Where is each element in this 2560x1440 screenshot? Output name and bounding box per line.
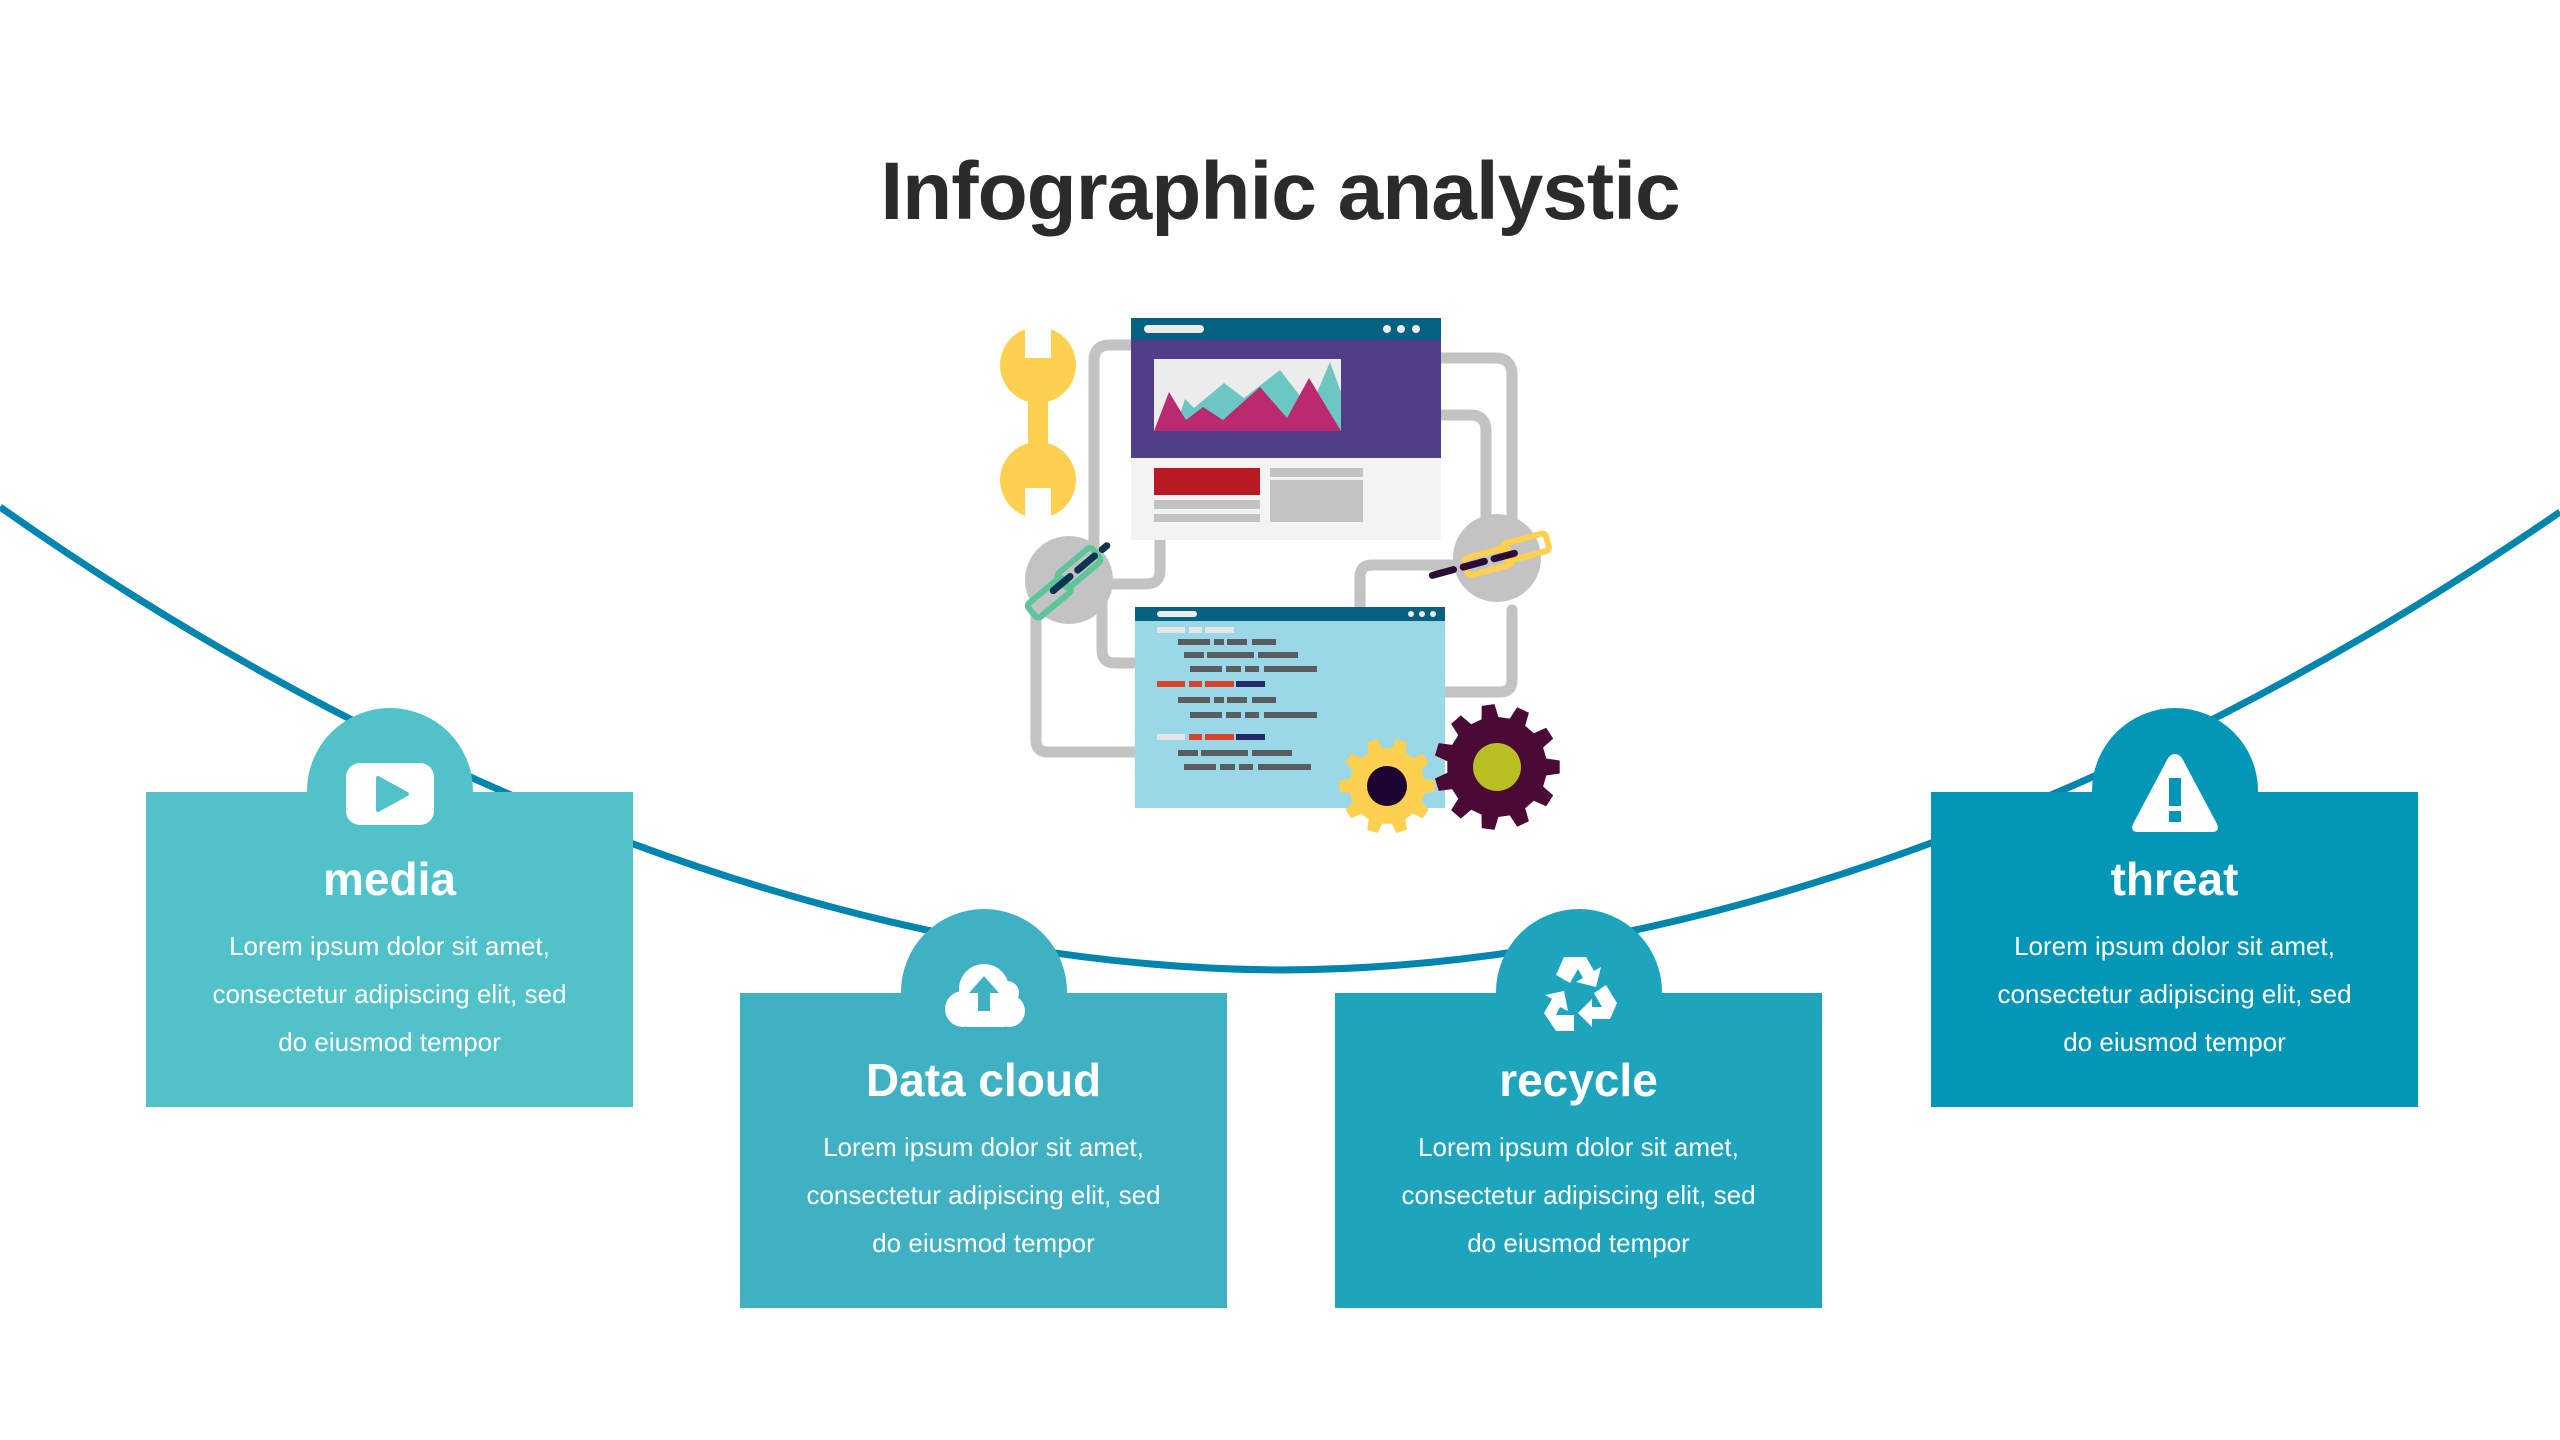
recycle-icon: [1544, 957, 1617, 1031]
card-line: consectetur adipiscing elit, sed: [1997, 979, 2352, 1009]
link-icon-left: [1024, 542, 1111, 621]
card-line: Lorem ipsum dolor sit amet,: [1418, 1132, 1739, 1162]
card-description: Lorem ipsum dolor sit amet, consectetur …: [760, 1123, 1207, 1267]
card-line: consectetur adipiscing elit, sed: [212, 979, 567, 1009]
card-line: consectetur adipiscing elit, sed: [1401, 1180, 1756, 1210]
wrench-icon: [1000, 327, 1076, 518]
card-description: Lorem ipsum dolor sit amet, consectetur …: [166, 922, 613, 1066]
card-line: Lorem ipsum dolor sit amet,: [823, 1132, 1144, 1162]
page-title: Infographic analystic: [880, 146, 1680, 237]
area-chart-front: [1154, 378, 1341, 431]
connector-pipes: [1030, 339, 1518, 758]
card-line: do eiusmod tempor: [278, 1027, 501, 1057]
card-title: threat: [2110, 853, 2239, 905]
play-video-icon: [346, 763, 434, 825]
card-line: do eiusmod tempor: [2063, 1027, 2286, 1057]
card-description: Lorem ipsum dolor sit amet, consectetur …: [1951, 922, 2398, 1066]
card-title: recycle: [1499, 1054, 1658, 1106]
card-media: media Lorem ipsum dolor sit amet, consec…: [146, 708, 633, 1107]
card-line: consectetur adipiscing elit, sed: [806, 1180, 1161, 1210]
warning-icon: [2132, 754, 2218, 832]
card-description: Lorem ipsum dolor sit amet, consectetur …: [1355, 1123, 1802, 1267]
card-line: do eiusmod tempor: [1467, 1228, 1690, 1258]
browser-chart-window: [1131, 318, 1441, 540]
card-data-cloud: Data cloud Lorem ipsum dolor sit amet, c…: [740, 909, 1227, 1308]
cloud-upload-icon: [945, 964, 1025, 1027]
card-title: media: [323, 853, 456, 905]
link-icon-right: [1428, 530, 1552, 579]
card-threat: threat Lorem ipsum dolor sit amet, conse…: [1931, 708, 2418, 1107]
card-title: Data cloud: [865, 1054, 1102, 1106]
card-line: Lorem ipsum dolor sit amet,: [229, 931, 550, 961]
card-recycle: recycle Lorem ipsum dolor sit amet, cons…: [1335, 909, 1822, 1308]
card-line: Lorem ipsum dolor sit amet,: [2014, 931, 2335, 961]
card-line: do eiusmod tempor: [872, 1228, 1095, 1258]
card-tab: [1496, 909, 1662, 1075]
code-window: [1135, 607, 1445, 808]
